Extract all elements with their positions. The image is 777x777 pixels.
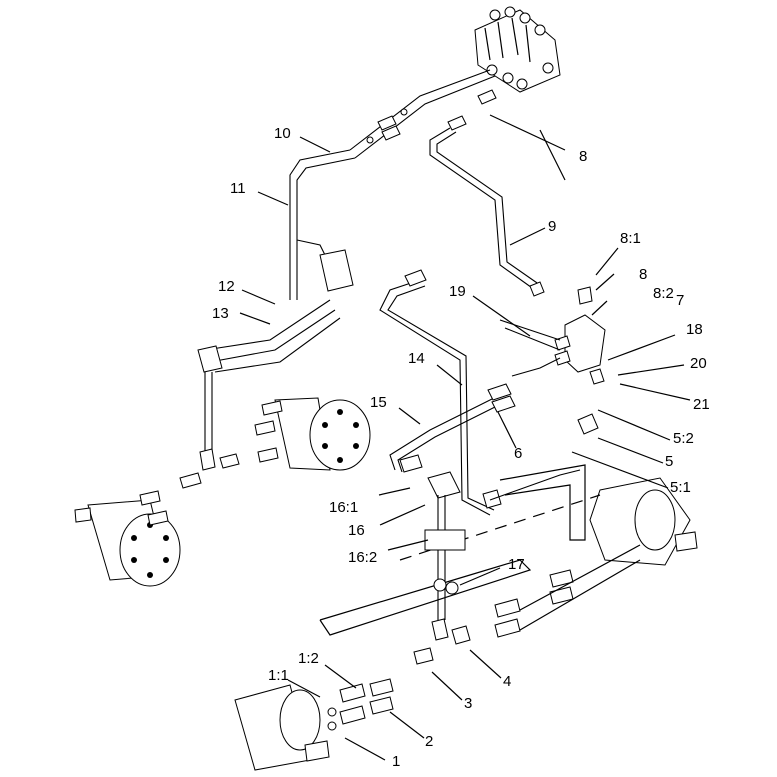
label-8-1: 8:1 — [620, 230, 641, 247]
label-20: 20 — [690, 355, 707, 372]
label-12: 12 — [218, 278, 235, 295]
label-1: 1 — [392, 753, 400, 770]
left-lines — [179, 372, 240, 489]
label-10: 10 — [274, 125, 291, 142]
label-5: 5 — [665, 453, 673, 470]
label-8-2: 8:2 — [653, 285, 674, 302]
label-18: 18 — [686, 321, 703, 338]
label-5-1: 5:1 — [670, 479, 691, 496]
label-3: 3 — [464, 695, 472, 712]
label-1-2: 1:2 — [298, 650, 319, 667]
label-14: 14 — [408, 350, 425, 367]
hydraulic-motor-left — [74, 490, 181, 587]
tee-fitting-16 — [399, 454, 471, 665]
valve-block-7 — [499, 286, 606, 435]
tube-15 — [389, 383, 516, 473]
label-1-1: 1:1 — [268, 667, 289, 684]
tube-11-12-13 — [197, 149, 356, 373]
label-8: 8 — [579, 148, 587, 165]
label-13: 13 — [212, 305, 229, 322]
label-5-2: 5:2 — [673, 430, 694, 447]
hydraulic-motor-middle — [254, 397, 371, 471]
label-6: 6 — [514, 445, 522, 462]
label-11: 11 — [230, 180, 246, 197]
hydraulic-motor-right — [589, 477, 698, 566]
label-7: 7 — [676, 292, 684, 309]
right-fittings — [494, 544, 641, 638]
control-valve-bank — [474, 6, 561, 93]
label-16: 16 — [348, 522, 365, 539]
bottom-fittings — [327, 678, 394, 731]
label-4: 4 — [503, 673, 511, 690]
hydraulic-motor-bottom — [234, 684, 330, 771]
label-15: 15 — [370, 394, 387, 411]
label-2: 2 — [425, 733, 433, 750]
label-8b: 8 — [639, 266, 647, 283]
part-labels: 1 1:1 1:2 2 3 4 5 5:1 5:2 6 7 8 8:1 8:2 … — [212, 125, 710, 770]
label-16-2: 16:2 — [348, 549, 377, 566]
tube-8 — [429, 89, 545, 297]
leader-lines — [239, 114, 691, 761]
tube-14 — [379, 269, 581, 516]
label-21: 21 — [693, 396, 710, 413]
label-19: 19 — [449, 283, 466, 300]
label-17: 17 — [508, 556, 525, 573]
label-16-1: 16:1 — [329, 499, 358, 516]
tube-10 — [349, 69, 496, 159]
label-9: 9 — [548, 218, 556, 235]
